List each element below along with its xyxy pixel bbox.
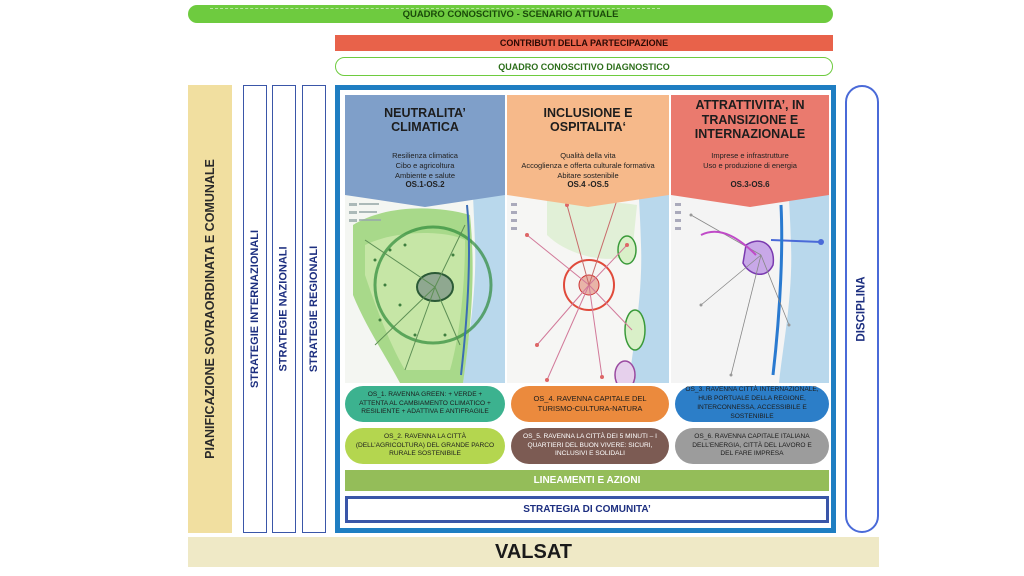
- objective-os6: OS_6. RAVENNA CAPITALE ITALIANA DELL’ENE…: [675, 428, 829, 464]
- map-attrattivita: Imprese e infrastrutture Uso e produzion…: [671, 145, 829, 383]
- neutralita-themes: Resilienza climatica Cibo e agricoltura …: [345, 151, 505, 191]
- os-range: OS.4 -OS.5: [567, 180, 609, 190]
- header-inclusione-title: INCLUSIONE E OSPITALITA‘: [543, 105, 633, 134]
- theme-line: Resilienza climatica: [392, 151, 458, 160]
- objective-os1-text: OS_1. RAVENNA GREEN: + VERDE + ATTENTA A…: [359, 390, 491, 416]
- theme-line: Imprese e infrastrutture: [711, 151, 789, 160]
- strategia-bar: STRATEGIA DI COMUNITA’: [345, 496, 829, 523]
- attrattivita-themes: Imprese e infrastrutture Uso e produzion…: [671, 151, 829, 190]
- objective-os3-text: OS_3. RAVENNA CITTÀ INTERNAZIONALE, HUB …: [685, 386, 819, 420]
- lineamenti-label: LINEAMENTI E AZIONI: [533, 475, 641, 486]
- map-neutralita: Resilienza climatica Cibo e agricoltura …: [345, 145, 505, 383]
- disciplina-column: DISCIPLINA: [845, 85, 879, 533]
- lineamenti-bar: LINEAMENTI E AZIONI: [345, 470, 829, 491]
- objective-os5-text: OS_5. RAVENNA LA CITTÀ DEI 5 MINUTI – I …: [523, 432, 657, 458]
- theme-line: Qualità della vita: [560, 151, 616, 160]
- strategie-nazionali-column: STRATEGIE NAZIONALI: [272, 85, 296, 533]
- header-inclusione: INCLUSIONE E OSPITALITA‘: [507, 95, 669, 145]
- objective-os6-text: OS_6. RAVENNA CAPITALE ITALIANA DELL’ENE…: [692, 432, 812, 458]
- objective-os4: OS_4. RAVENNA CAPITALE DEL TURISMO-CULTU…: [511, 386, 669, 422]
- theme-line: Abitare sostenibile: [557, 170, 619, 180]
- valsat-label: VALSAT: [494, 540, 573, 563]
- theme-line: Accoglienza e offerta culturale formativ…: [521, 160, 655, 170]
- map-attrattivita-graphic: [671, 145, 829, 383]
- strategie-regionali-column: STRATEGIE REGIONALI: [302, 85, 326, 533]
- strategia-label: STRATEGIA DI COMUNITA’: [523, 504, 651, 515]
- pianificazione-label: PIANIFICAZIONE SOVRAORDINATA E COMUNALE: [203, 159, 217, 459]
- objective-os2: OS_2. RAVENNA LA CITTÀ (DELL’AGRICOLTURA…: [345, 428, 505, 464]
- strategie-internazionali-label: STRATEGIE INTERNAZIONALI: [249, 229, 262, 389]
- map-neutralita-graphic: [345, 145, 505, 383]
- contributi-bar: CONTRIBUTI DELLA PARTECIPAZIONE: [335, 35, 833, 51]
- quadro-conoscitivo-bar: QUADRO CONOSCITIVO - SCENARIO ATTUALE: [188, 5, 833, 23]
- theme-line: Cibo e agricoltura: [395, 160, 455, 170]
- inclusione-themes: Qualità della vita Accoglienza e offerta…: [507, 151, 669, 191]
- map-inclusione: Qualità della vita Accoglienza e offerta…: [507, 145, 669, 383]
- theme-line: Ambiente e salute: [394, 170, 456, 180]
- diagnostico-bar: QUADRO CONOSCITIVO DIAGNOSTICO: [335, 57, 833, 76]
- header-neutralita-title: NEUTRALITA’ CLIMATICA: [384, 105, 466, 134]
- header-attrattivita-title: ATTRATTIVITA’, IN TRANSIZIONE E INTERNAZ…: [694, 98, 806, 142]
- dashed-line: [210, 8, 660, 9]
- strategie-regionali-label: STRATEGIE REGIONALI: [308, 245, 320, 373]
- map-inclusione-graphic: [507, 145, 669, 383]
- objective-os5: OS_5. RAVENNA LA CITTÀ DEI 5 MINUTI – I …: [511, 428, 669, 464]
- disciplina-label: DISCIPLINA: [856, 276, 869, 342]
- objective-os3: OS_3. RAVENNA CITTÀ INTERNAZIONALE, HUB …: [675, 386, 829, 422]
- quadro-conoscitivo-label: QUADRO CONOSCITIVO - SCENARIO ATTUALE: [402, 8, 619, 20]
- pianificazione-column: PIANIFICAZIONE SOVRAORDINATA E COMUNALE: [188, 85, 232, 533]
- header-attrattivita: ATTRATTIVITA’, IN TRANSIZIONE E INTERNAZ…: [671, 95, 829, 145]
- objective-os4-text: OS_4. RAVENNA CAPITALE DEL TURISMO-CULTU…: [533, 393, 647, 413]
- diagnostico-label: QUADRO CONOSCITIVO DIAGNOSTICO: [498, 61, 670, 72]
- os-range: OS.3-OS.6: [730, 179, 770, 189]
- strategie-internazionali-column: STRATEGIE INTERNAZIONALI: [243, 85, 267, 533]
- theme-line: Uso e produzione di energia: [703, 160, 797, 170]
- contributi-label: CONTRIBUTI DELLA PARTECIPAZIONE: [499, 38, 669, 48]
- objective-os1: OS_1. RAVENNA GREEN: + VERDE + ATTENTA A…: [345, 386, 505, 422]
- objective-os2-text: OS_2. RAVENNA LA CITTÀ (DELL’AGRICOLTURA…: [355, 432, 495, 458]
- header-neutralita: NEUTRALITA’ CLIMATICA: [345, 95, 505, 145]
- valsat-bar: VALSAT: [188, 537, 879, 567]
- strategie-nazionali-label: STRATEGIE NAZIONALI: [278, 246, 291, 372]
- os-range: OS.1-OS.2: [405, 180, 445, 190]
